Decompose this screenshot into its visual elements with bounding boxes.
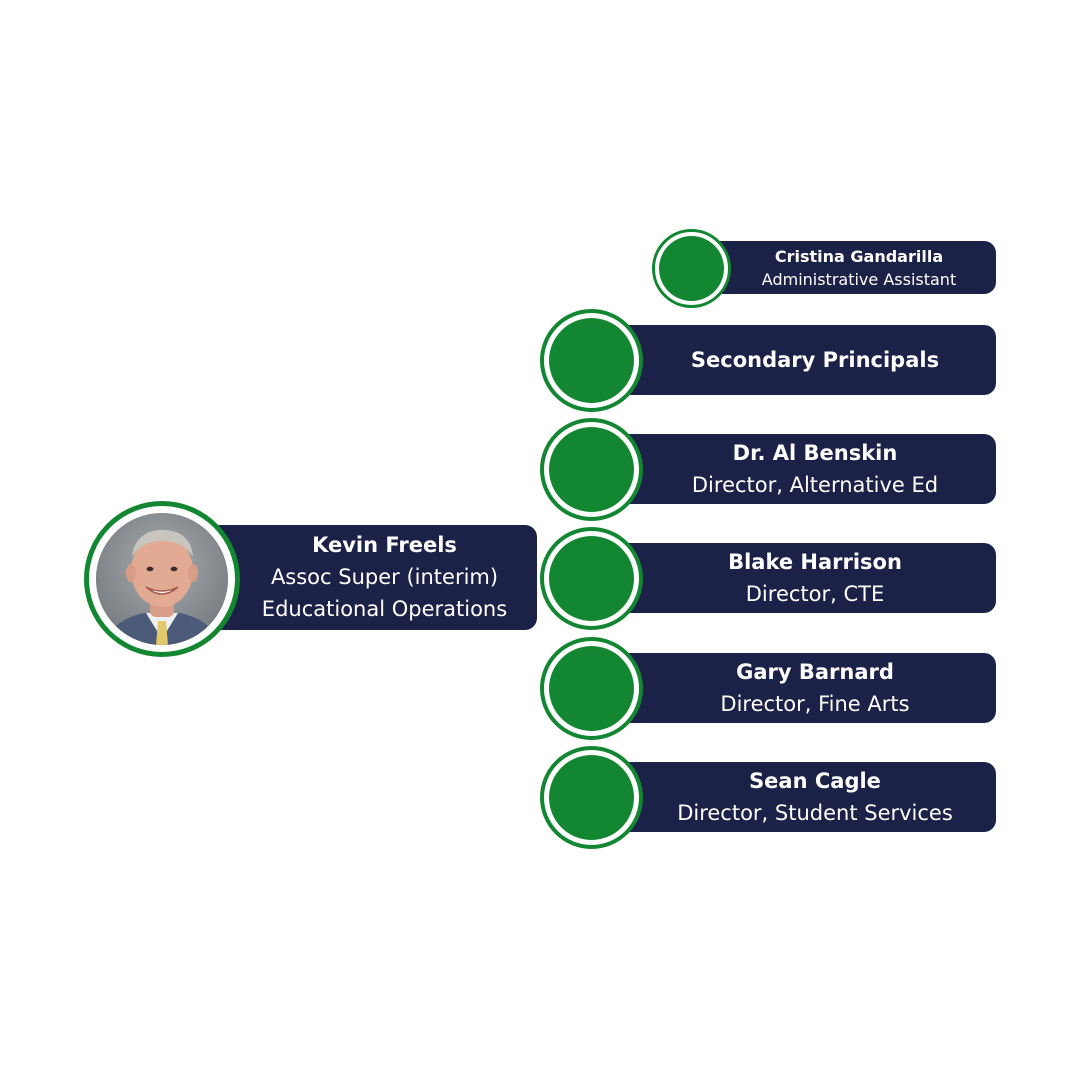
assistant-card: Cristina Gandarilla Administrative Assis…: [700, 241, 996, 294]
portrait-image: [96, 513, 228, 645]
report-title: Director, CTE: [745, 582, 885, 606]
report-avatar: [540, 418, 643, 521]
report-avatar: [540, 309, 643, 412]
root-title-line-1: Assoc Super (interim): [270, 565, 499, 589]
report-avatar: [540, 527, 643, 630]
report-avatar: [540, 637, 643, 740]
avatar-placeholder: [549, 755, 634, 840]
report-card-sean-cagle: Sean Cagle Director, Student Services: [610, 762, 996, 832]
report-title: Director, Student Services: [677, 801, 953, 825]
report-name: Secondary Principals: [690, 348, 940, 372]
report-title: Director, Alternative Ed: [691, 473, 939, 497]
avatar-placeholder: [549, 318, 634, 403]
report-title: Director, Fine Arts: [720, 692, 910, 716]
avatar-placeholder: [659, 236, 724, 301]
assistant-title: Administrative Assistant: [761, 269, 957, 289]
report-name: Dr. Al Benskin: [732, 441, 898, 465]
report-name: Blake Harrison: [728, 550, 902, 574]
assistant-name: Cristina Gandarilla: [774, 246, 944, 266]
avatar-placeholder: [549, 646, 634, 731]
assistant-avatar: [652, 229, 731, 308]
root-name: Kevin Freels: [312, 533, 457, 557]
report-card-gary-barnard: Gary Barnard Director, Fine Arts: [610, 653, 996, 723]
report-name: Sean Cagle: [749, 769, 881, 793]
root-card: Kevin Freels Assoc Super (interim) Educa…: [208, 525, 537, 630]
avatar-placeholder: [549, 536, 634, 621]
report-card-blake-harrison: Blake Harrison Director, CTE: [610, 543, 996, 613]
avatar-placeholder: [549, 427, 634, 512]
report-card-secondary-principals: Secondary Principals: [610, 325, 996, 395]
report-avatar: [540, 746, 643, 849]
root-avatar: [84, 501, 240, 657]
report-name: Gary Barnard: [736, 660, 894, 684]
report-card-al-benskin: Dr. Al Benskin Director, Alternative Ed: [610, 434, 996, 504]
person-photo: [96, 513, 228, 645]
root-title-line-2: Educational Operations: [261, 597, 508, 621]
